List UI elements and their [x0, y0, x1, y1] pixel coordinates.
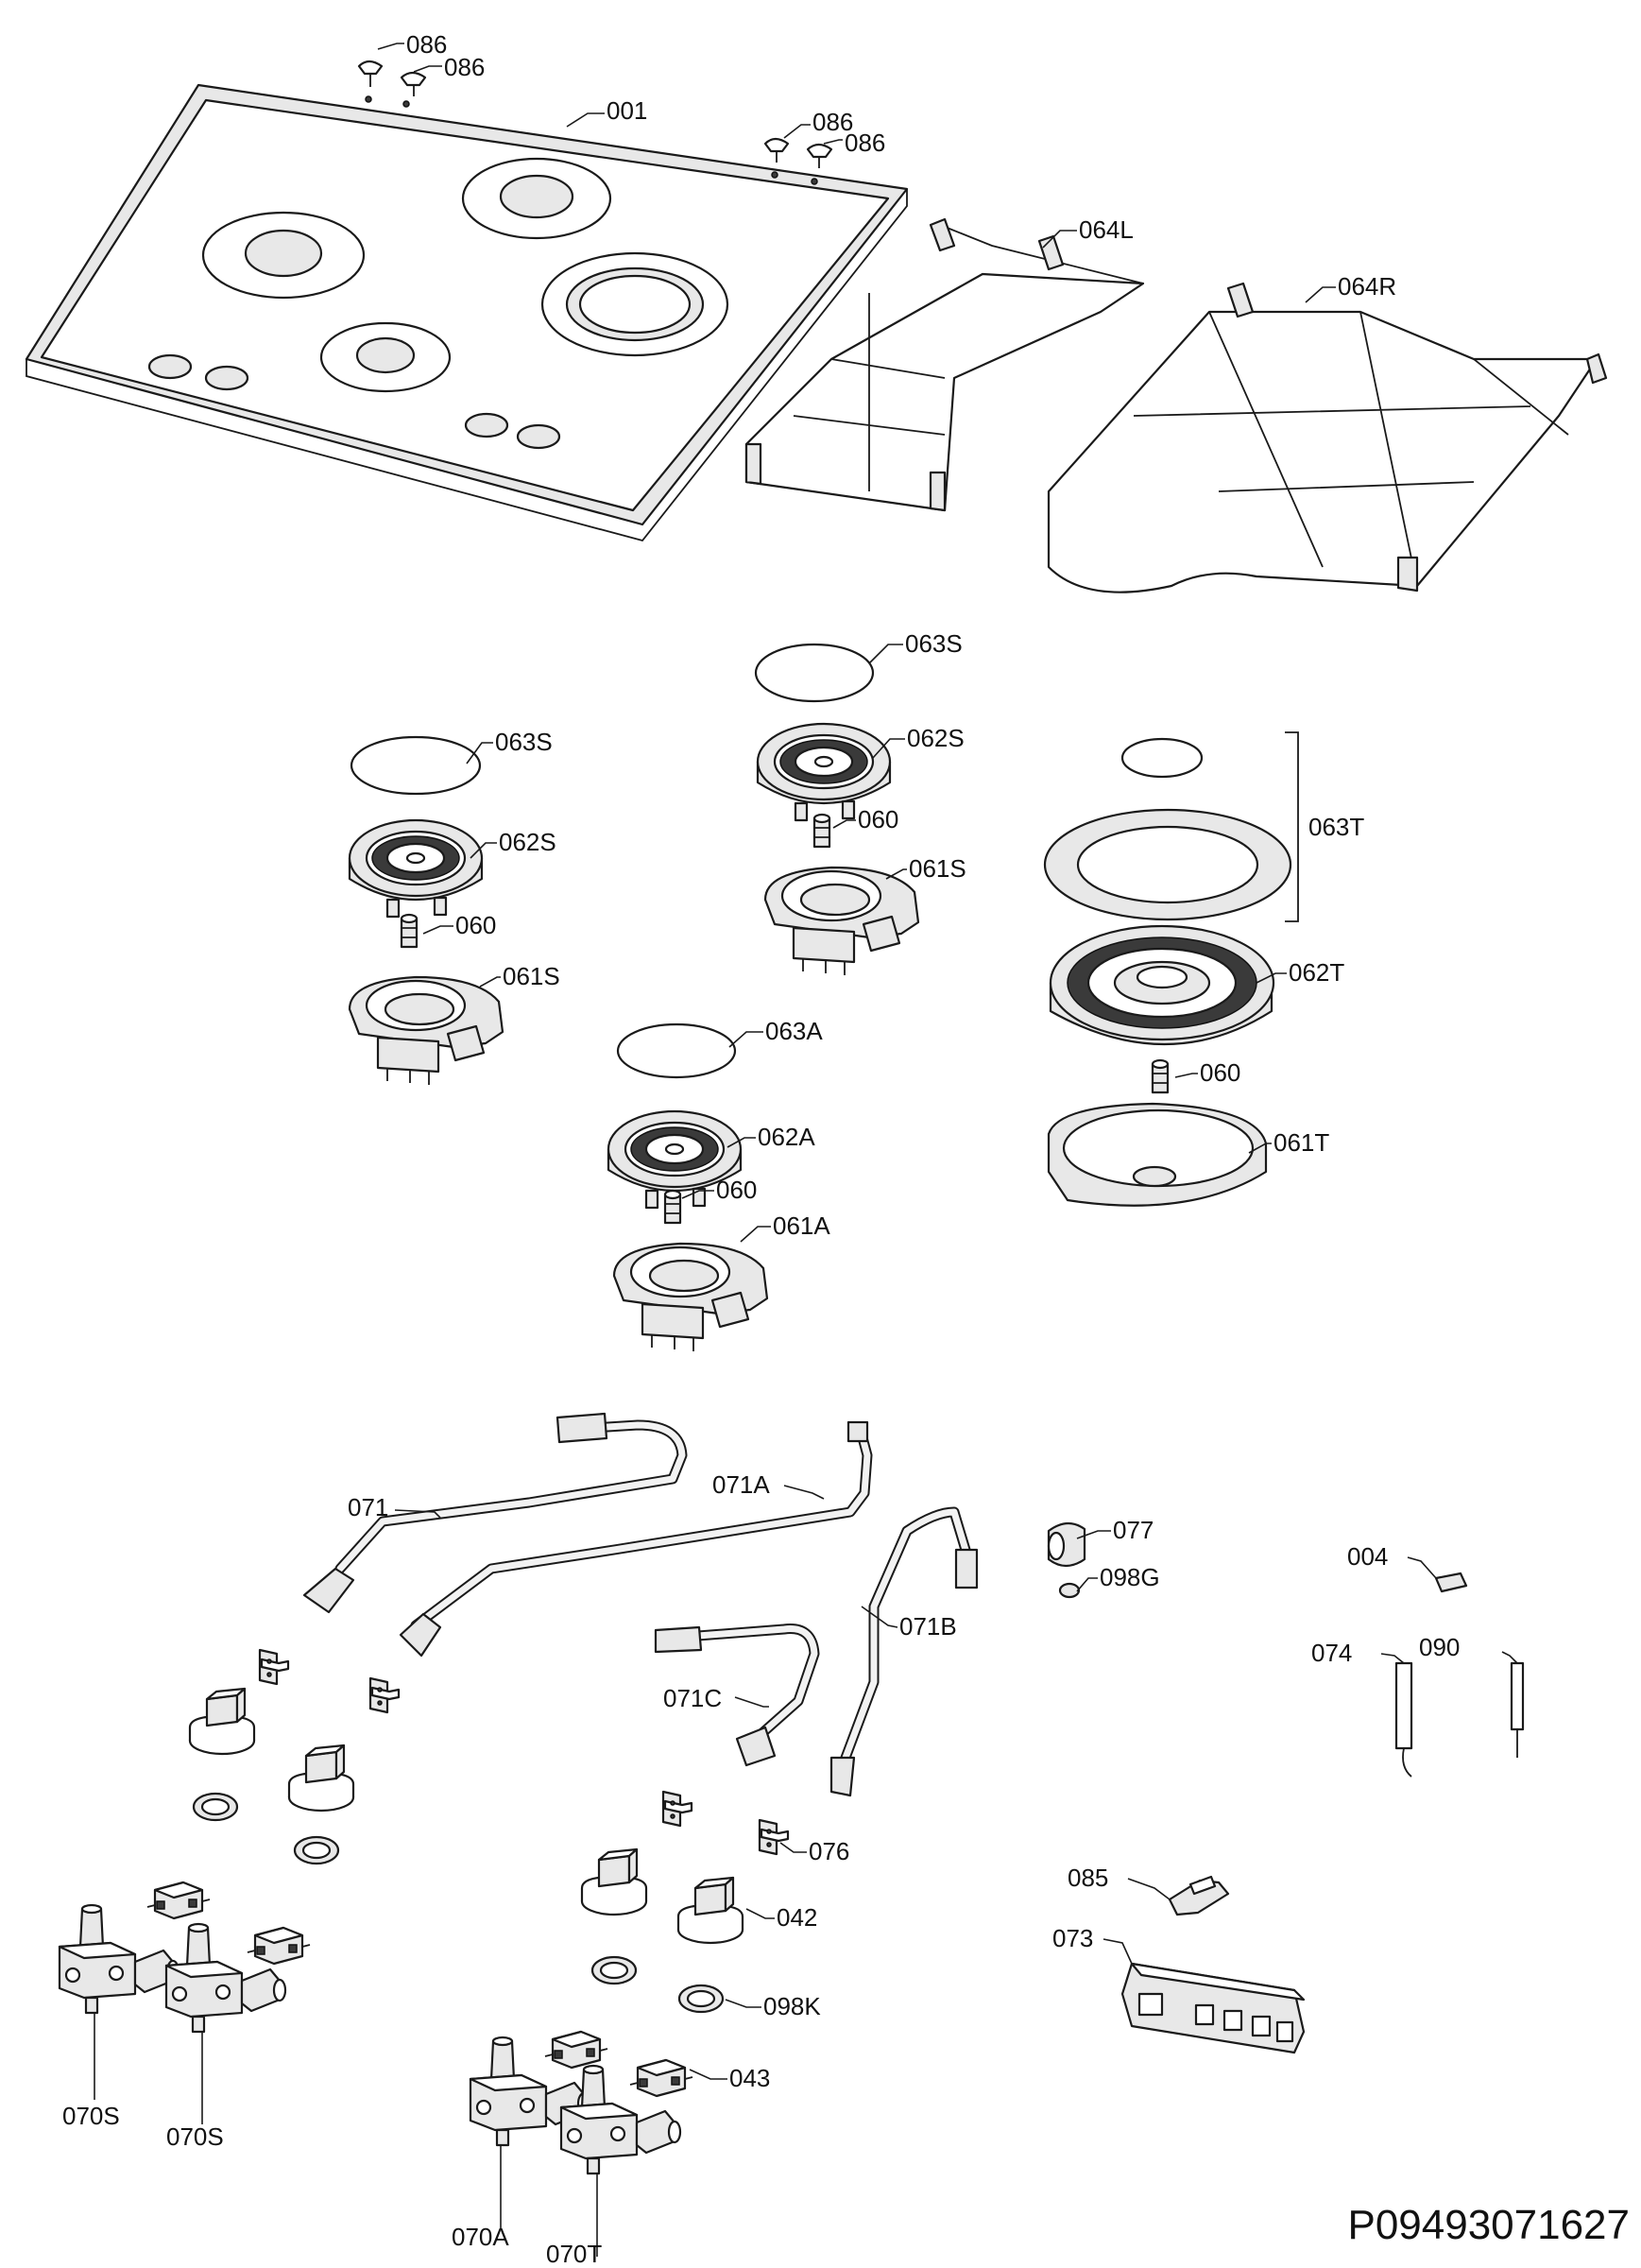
- label-062S: 062S: [907, 724, 965, 752]
- label-070T: 070T: [546, 2240, 602, 2268]
- label-060: 060: [455, 911, 496, 939]
- label-060: 060: [716, 1176, 757, 1204]
- label-086: 086: [406, 30, 447, 59]
- screw-086-group: [357, 60, 833, 168]
- label-064L: 064L: [1079, 215, 1134, 244]
- label-001: 001: [607, 96, 647, 125]
- label-004: 004: [1347, 1542, 1388, 1571]
- label-061T: 061T: [1273, 1128, 1329, 1157]
- label-073: 073: [1052, 1924, 1093, 1952]
- label-098K: 098K: [763, 1992, 821, 2020]
- label-061S: 061S: [909, 854, 966, 883]
- label-070S: 070S: [62, 2102, 120, 2130]
- label-043: 043: [729, 2064, 770, 2092]
- label-063A: 063A: [765, 1017, 823, 1045]
- label-062T: 062T: [1289, 958, 1344, 987]
- label-061S: 061S: [503, 962, 560, 990]
- label-070S: 070S: [166, 2122, 224, 2151]
- label-085: 085: [1068, 1864, 1108, 1892]
- label-098G: 098G: [1100, 1563, 1160, 1591]
- label-074: 074: [1311, 1639, 1352, 1667]
- label-063S: 063S: [905, 629, 963, 658]
- burner-auxiliary-stack: [607, 1022, 769, 1353]
- label-086: 086: [444, 53, 485, 81]
- label-086: 086: [812, 108, 853, 136]
- burner-triple-crown-stack: [1043, 731, 1299, 1207]
- label-060: 060: [858, 805, 898, 833]
- part-labels: 001 086 086 086 086 064L 064R 063S 062S …: [62, 30, 1460, 2268]
- label-063T: 063T: [1308, 813, 1364, 841]
- pan-support-right: [1047, 282, 1608, 593]
- hob-top-panel: [25, 83, 909, 542]
- label-070A: 070A: [452, 2223, 509, 2251]
- label-061A: 061A: [773, 1211, 830, 1240]
- label-071: 071: [348, 1493, 388, 1521]
- label-063S: 063S: [495, 728, 553, 756]
- burner-left-stack: [348, 735, 504, 1087]
- leader-lines: [94, 43, 1518, 2257]
- label-062A: 062A: [758, 1123, 815, 1151]
- burner-centre-stack: [754, 643, 920, 977]
- label-076: 076: [809, 1837, 849, 1865]
- label-060: 060: [1200, 1058, 1240, 1087]
- label-086: 086: [845, 129, 885, 157]
- label-077: 077: [1113, 1516, 1154, 1544]
- reference-code: P09493071627: [1347, 2202, 1630, 2248]
- label-071A: 071A: [712, 1470, 770, 1499]
- controls-centre: [469, 1790, 790, 2175]
- ignition-parts: [1120, 1875, 1306, 2054]
- label-062S: 062S: [499, 828, 556, 856]
- small-parts-right: [1047, 1521, 1525, 1778]
- label-064R: 064R: [1338, 272, 1396, 301]
- label-090: 090: [1419, 1633, 1460, 1661]
- controls-left: [58, 1648, 401, 2034]
- label-042: 042: [777, 1903, 817, 1932]
- label-071B: 071B: [899, 1612, 957, 1641]
- label-071C: 071C: [663, 1684, 722, 1712]
- gas-pipes: [302, 1412, 979, 1797]
